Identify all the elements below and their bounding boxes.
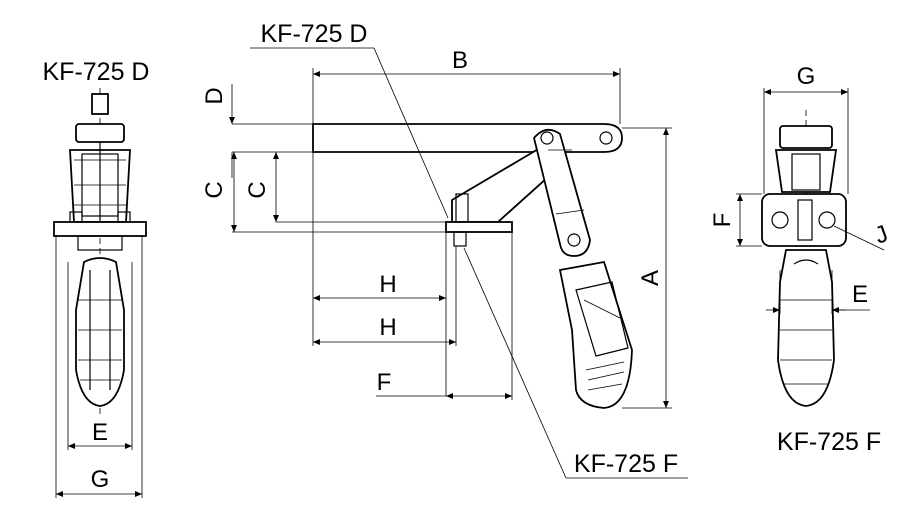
dim-h-bottom: H (379, 314, 396, 341)
dim-g-right: G (797, 63, 816, 90)
dim-c-outer: C (201, 181, 228, 198)
dim-f-right: F (709, 213, 736, 228)
right-view-kf725f: G F E J (709, 63, 892, 410)
front-view-kf725d: E G (53, 88, 147, 498)
dim-f-side: F (377, 369, 392, 396)
dim-c-inner: C (244, 181, 271, 198)
dim-g-left: G (91, 466, 110, 493)
dim-e-left: E (92, 419, 108, 446)
dim-b: B (452, 47, 468, 74)
side-view: B D C C A H H F (201, 47, 688, 479)
dim-d: D (201, 87, 228, 104)
dim-h-top: H (379, 271, 396, 298)
callout-kf725d: KF-725 D (261, 20, 368, 48)
front-view-title: KF-725 D (43, 58, 150, 86)
dim-e-right: E (852, 281, 868, 308)
callout-kf725f: KF-725 F (574, 450, 678, 478)
dim-a: A (637, 270, 664, 286)
right-view-title: KF-725 F (777, 428, 881, 456)
